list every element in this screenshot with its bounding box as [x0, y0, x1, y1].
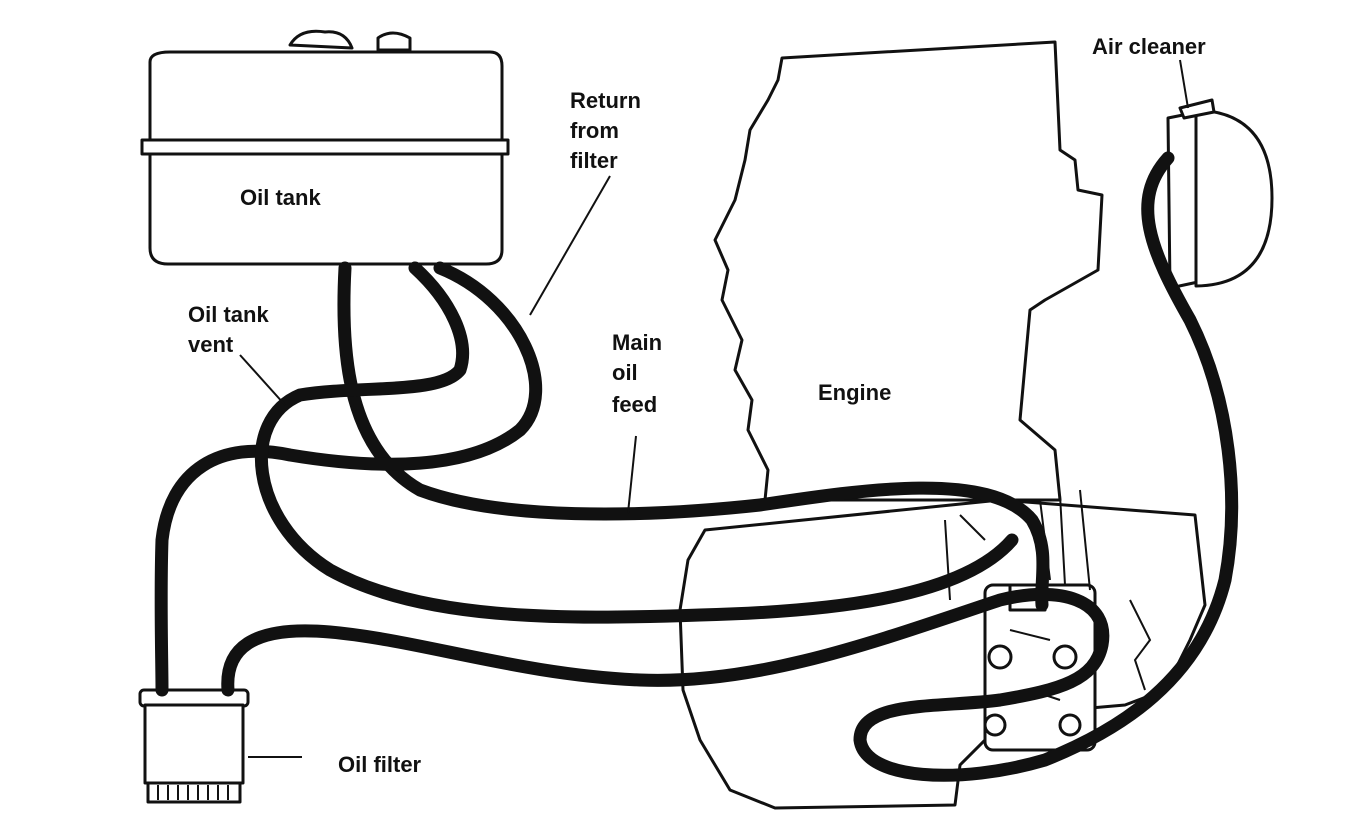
oil-filter-label: Oil filter — [338, 752, 422, 777]
main-label-line1: Main — [612, 330, 662, 355]
vent-label-line2: vent — [188, 332, 234, 357]
return-from-filter-hose — [154, 261, 543, 697]
vent-label-line1: Oil tank — [188, 302, 269, 327]
air-cleaner-leader — [1179, 59, 1189, 109]
main-label-line3: feed — [612, 392, 657, 417]
main-oil-feed-hose — [337, 261, 1050, 612]
air-cleaner — [1166, 98, 1274, 290]
main-oil-feed-label: Main oil feed — [612, 330, 668, 417]
oil-tank-vent-leader — [239, 354, 286, 406]
oil-tank-label: Oil tank — [240, 185, 321, 210]
engine-upper-block — [713, 40, 1104, 502]
oil-tank — [140, 29, 510, 266]
filter-to-carburettor-hose — [221, 151, 1239, 782]
main-label-line2: oil — [612, 360, 638, 385]
return-from-filter-leader — [529, 175, 611, 316]
oil-filter — [138, 688, 250, 804]
hoses — [154, 151, 1239, 782]
oil-tank-vent-hose — [254, 261, 1019, 624]
return-from-filter-label: Return from filter — [570, 88, 647, 173]
return-label-line1: Return — [570, 88, 641, 113]
air-cleaner-label: Air cleaner — [1092, 34, 1206, 59]
return-label-line3: filter — [570, 148, 618, 173]
main-oil-feed-leader — [627, 435, 637, 514]
return-label-line2: from — [570, 118, 619, 143]
engine-crankcase — [678, 498, 1207, 810]
oil-tank-vent-label: Oil tank vent — [188, 302, 275, 357]
engine-label: Engine — [818, 380, 891, 405]
